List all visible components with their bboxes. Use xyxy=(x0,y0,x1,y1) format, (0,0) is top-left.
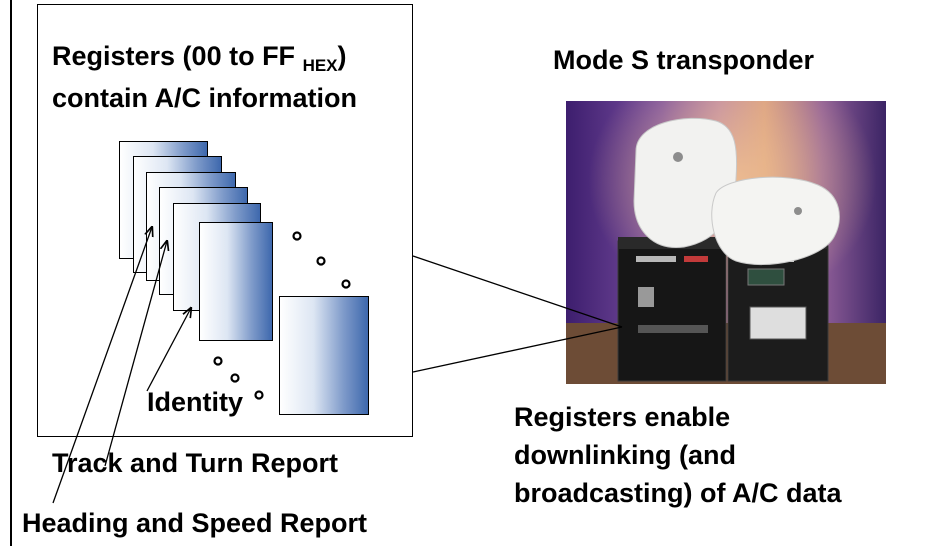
identity-arrow xyxy=(146,308,191,392)
registers-enable-line2: downlinking (and xyxy=(514,440,736,470)
zoom-line-top xyxy=(412,255,623,328)
identity-label: Identity xyxy=(147,387,244,417)
antenna-dome-right xyxy=(711,176,840,266)
registers-title-line1: Registers (00 to FF HEX) xyxy=(52,41,347,75)
transponder-photo xyxy=(566,101,886,384)
antenna-dome-left xyxy=(633,117,738,248)
heading-speed-arrow xyxy=(52,227,152,504)
zoom-line-bottom xyxy=(412,326,623,373)
registers-title: Registers (00 to FF HEX) contain A/C inf… xyxy=(52,40,357,115)
transponder-title: Mode S transponder xyxy=(553,45,815,75)
registers-enable-caption: Registers enable downlinking (and broadc… xyxy=(514,398,842,512)
track-turn-label: Track and Turn Report xyxy=(52,448,339,478)
registers-enable-line3: broadcasting) of A/C data xyxy=(514,478,842,508)
ellipsis-dots xyxy=(213,231,351,400)
transponder-unit-left xyxy=(617,240,727,382)
track-turn-arrow xyxy=(104,241,167,467)
register-page xyxy=(279,296,369,415)
heading-speed-label: Heading and Speed Report xyxy=(22,508,368,538)
register-page xyxy=(199,222,273,341)
registers-title-line2: contain A/C information xyxy=(52,83,357,113)
left-vertical-rule xyxy=(10,0,12,546)
transponder-illustration xyxy=(566,101,886,384)
registers-enable-line1: Registers enable xyxy=(514,402,731,432)
